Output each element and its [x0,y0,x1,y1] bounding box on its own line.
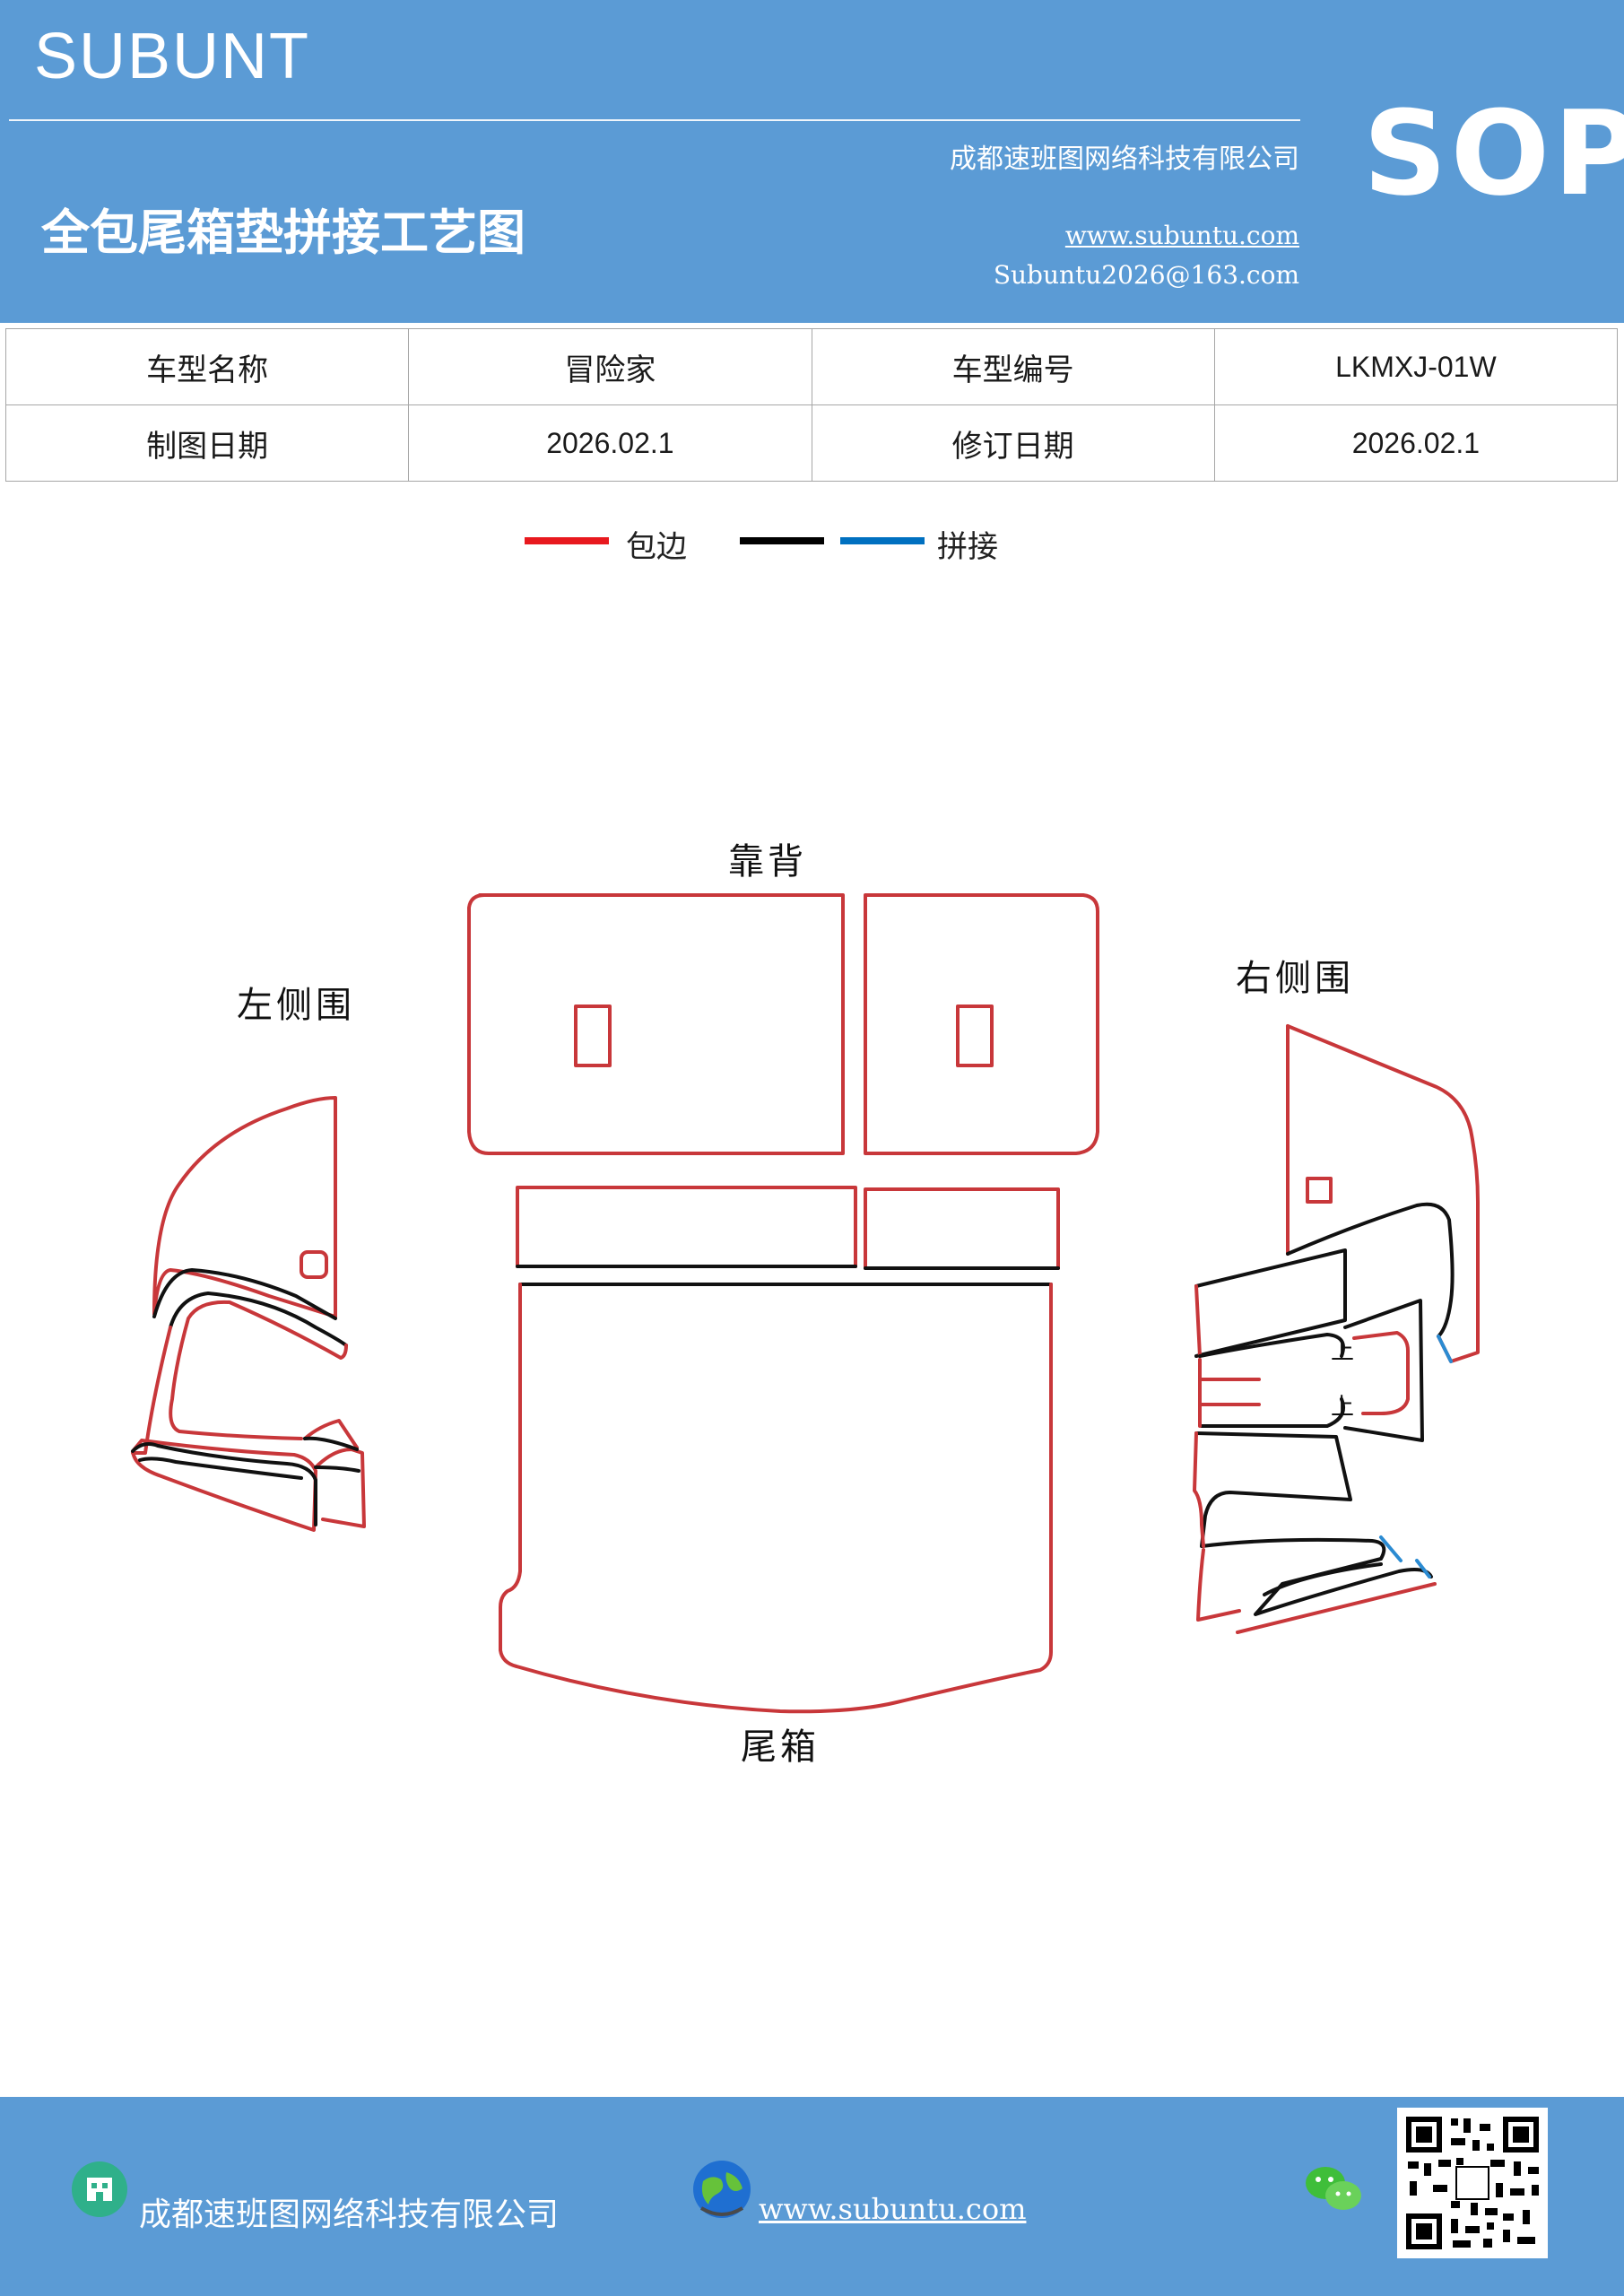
revision-date-label: 修订日期 [811,404,1215,482]
right-side-upper-red [1194,1284,1202,1358]
right-side-top-piece [1286,1024,1480,1363]
draw-date-value: 2026.02.1 [408,404,812,482]
legend: 包边 拼接 [0,529,1624,565]
wechat-icon [1306,2167,1361,2210]
draw-date-label: 制图日期 [4,404,410,482]
left-side-top-black [152,1268,337,1320]
right-side-square-cutout [1306,1177,1333,1204]
left-side-square-cutout [300,1250,328,1279]
info-table: 车型名称 冒险家 车型编号 LKMXJ-01W 制图日期 2026.02.1 修… [4,328,1619,482]
header-banner [0,0,1624,323]
table-row: 车型名称 冒险家 车型编号 LKMXJ-01W [4,328,1619,405]
model-name-label: 车型名称 [4,328,410,405]
backrest-label: 靠背 [728,841,807,883]
right-side-upper-black [1194,1248,1347,1358]
right-side-mid-red [1198,1331,1410,1428]
legend-edge-label: 包边 [626,529,687,565]
up-mark-1: 上 [1331,1338,1355,1365]
right-side-mid-black [1198,1299,1424,1442]
left-side-label: 左侧围 [237,985,355,1026]
legend-black-swatch [740,537,824,544]
left-side-right-tab [303,1419,366,1528]
document-title: 全包尾箱垫拼接工艺图 [41,204,525,261]
footer-website-link[interactable]: www.subuntu.com [759,2192,1027,2226]
model-name-value: 冒险家 [408,328,812,405]
company-icon [72,2161,127,2217]
right-side-lower-black [1194,1431,1433,1616]
trunk-label: 尾箱 [741,1726,820,1768]
legend-splice-label: 拼接 [937,529,998,565]
table-row: 制图日期 2026.02.1 修订日期 2026.02.1 [4,404,1619,482]
brand-name: SUBUNT [34,21,311,92]
backrest-left-cutout [574,1004,612,1067]
left-side-lower-black [131,1442,317,1526]
company-name: 成都速班图网络科技有限公司 [950,144,1299,175]
revision-date-value: 2026.02.1 [1213,404,1619,482]
model-code-label: 车型编号 [811,328,1215,405]
footer-company-name: 成都速班图网络科技有限公司 [139,2196,560,2233]
left-side-mid-piece [131,1300,348,1455]
backrest-left-panel [467,893,845,1155]
right-side-lower-red [1193,1431,1437,1634]
right-side-blue-splice-bottom [1379,1535,1431,1578]
header-divider [9,119,1300,121]
up-mark-2: 上 [1331,1394,1355,1421]
sop-badge: SOP [1363,85,1624,222]
legend-blue-swatch [840,537,925,544]
trunk-floor-panel [499,1283,1053,1714]
qr-code[interactable] [1397,2108,1548,2258]
right-side-label: 右侧围 [1236,958,1354,999]
left-side-top-piece [152,1096,337,1318]
website-link[interactable]: www.subuntu.com [1064,221,1299,250]
middle-strip-left-red [516,1186,857,1268]
backrest-right-panel [864,893,1099,1155]
model-code-value: LKMXJ-01W [1213,328,1619,405]
left-side-mid-black [169,1292,348,1347]
backrest-right-cutout [956,1004,994,1067]
email-address: Subuntu2026@163.com [993,260,1299,290]
globe-icon [693,2161,751,2218]
legend-red-swatch [525,537,609,544]
middle-strip-right-red [864,1187,1060,1270]
left-side-tab-black [303,1436,360,1473]
right-side-blue-splice-top [1437,1335,1453,1363]
right-side-top-black [1286,1202,1455,1338]
left-side-lower-pieces [131,1439,317,1532]
